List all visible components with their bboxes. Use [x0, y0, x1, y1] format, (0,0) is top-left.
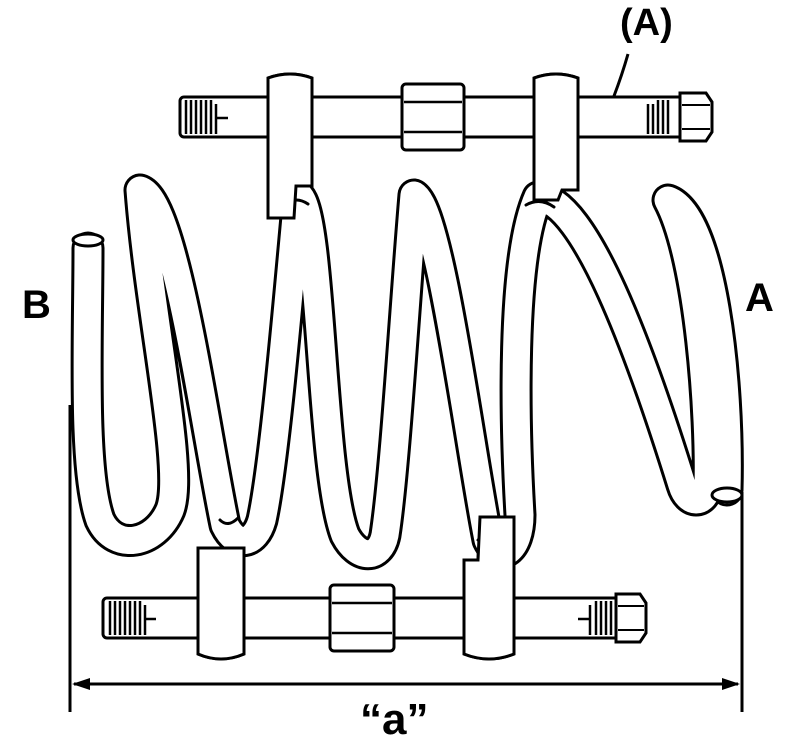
- spring-end-a-cap: [710, 486, 744, 504]
- top-right-thread: [646, 100, 670, 134]
- bottom-bolt-head: [614, 592, 648, 644]
- dimension-a: [68, 405, 744, 712]
- tool-leader-line: [612, 53, 630, 97]
- end-a-label: A: [745, 276, 774, 320]
- end-b-label: B: [22, 283, 51, 327]
- bottom-center-nut: [328, 583, 396, 653]
- top-center-nut: [400, 82, 466, 152]
- top-bolt-head: [678, 91, 714, 143]
- coil-spring: [70, 173, 744, 571]
- bottom-left-thread: [108, 601, 156, 635]
- dimension-label: “a”: [360, 695, 429, 744]
- spring-body: [73, 176, 741, 568]
- top-left-thread: [184, 100, 228, 134]
- spring-end-b-cap: [71, 232, 105, 248]
- top-compressor-tool: [178, 72, 714, 220]
- clamp-overlays: [196, 72, 580, 661]
- bottom-right-thread: [578, 601, 613, 635]
- tool-label: (A): [620, 2, 673, 44]
